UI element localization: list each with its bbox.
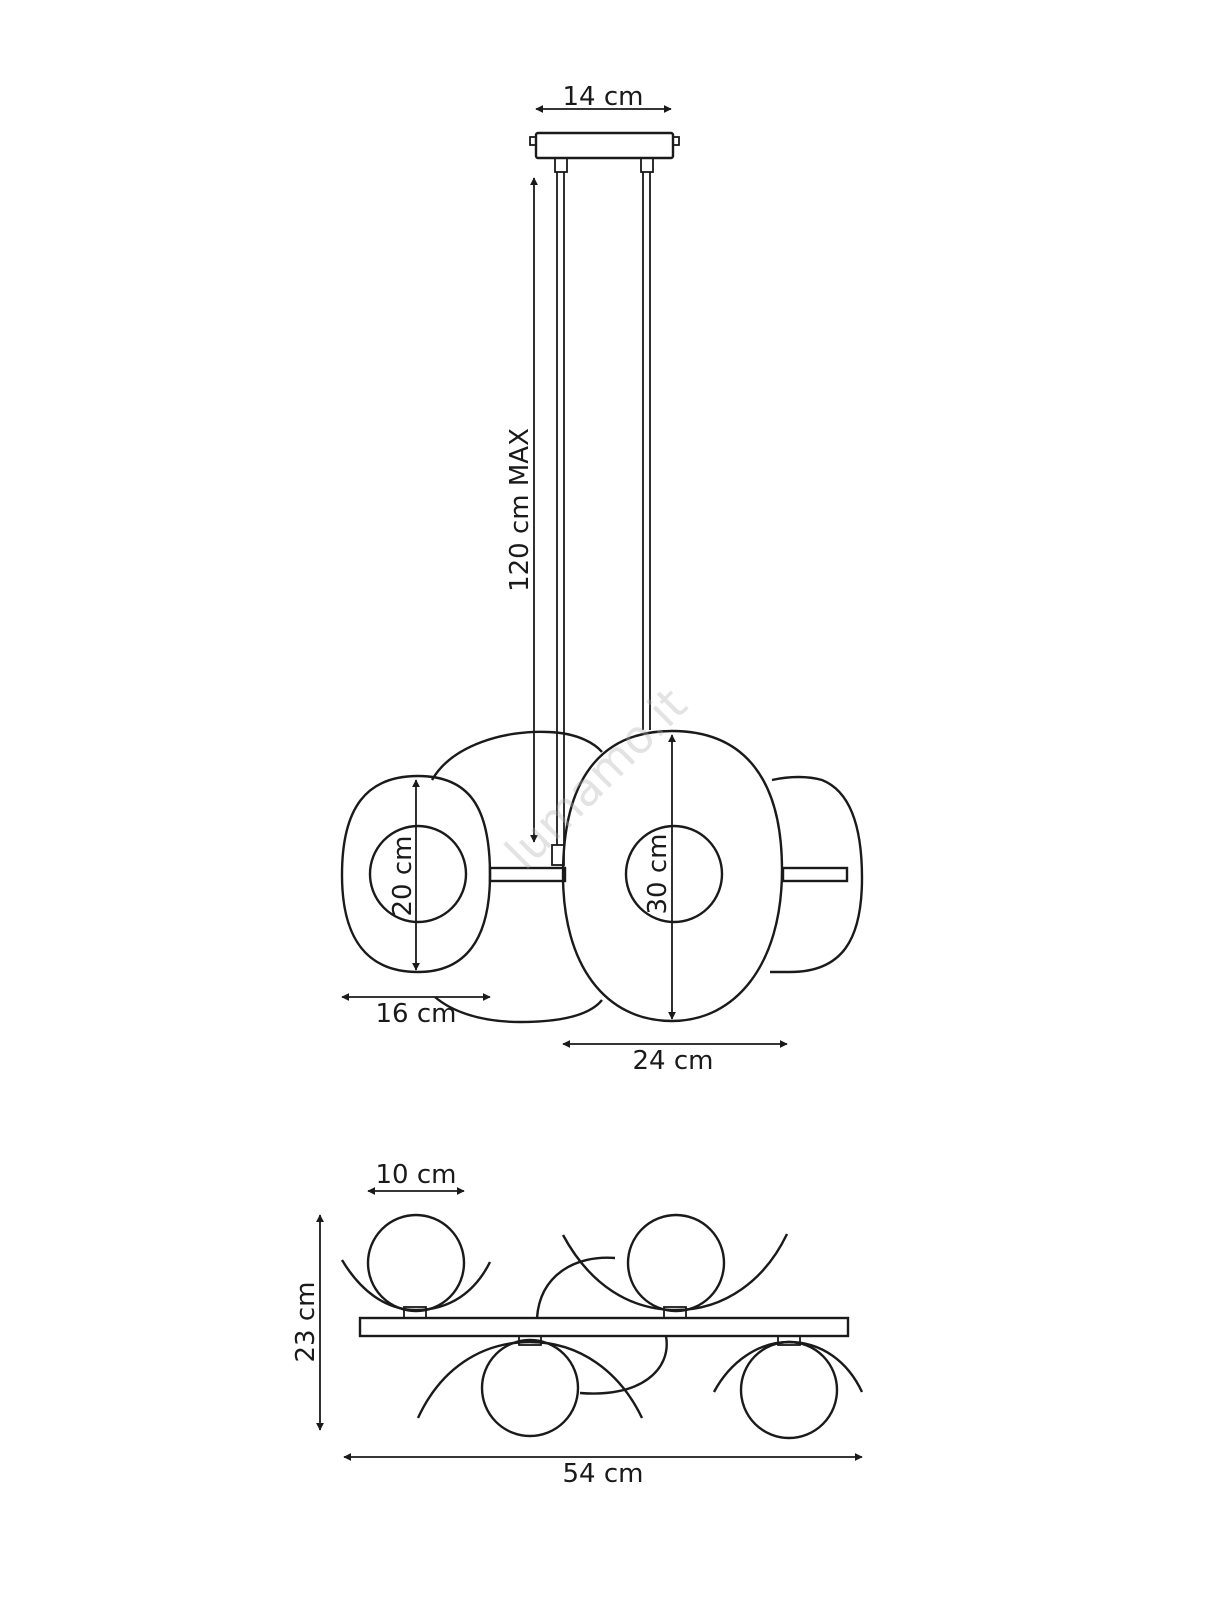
- cable-length-label: 120 cm MAX: [505, 428, 535, 592]
- connector-arc-upper: [535, 1256, 616, 1319]
- globe-diameter-label: 10 cm: [376, 1160, 457, 1190]
- back-right-shade: [770, 775, 864, 974]
- small-shade-height-label: 20 cm: [388, 836, 418, 917]
- ceiling-canopy: [529, 131, 680, 173]
- small-shade-width-label: 16 cm: [376, 999, 457, 1029]
- large-shade-height-label: 30 cm: [643, 834, 673, 915]
- top-view: 10 cm 23 cm 54 cm: [291, 1160, 864, 1489]
- front-view: 14 cm 120 cm MAX 20 cm 30 cm 16 cm 24 cm…: [340, 82, 864, 1076]
- canopy-width-label: 14 cm: [563, 82, 644, 112]
- total-width-label: 54 cm: [563, 1459, 644, 1489]
- connector-arc-lower: [579, 1335, 668, 1395]
- globe-upper-left: [340, 1213, 492, 1319]
- globe-upper-right: [561, 1213, 789, 1319]
- large-shade-width-label: 24 cm: [633, 1046, 714, 1076]
- globe-lower-right: [712, 1335, 864, 1440]
- globe-lower-left: [416, 1335, 644, 1438]
- depth-label: 23 cm: [291, 1282, 321, 1363]
- top-view-bar: [358, 1316, 850, 1338]
